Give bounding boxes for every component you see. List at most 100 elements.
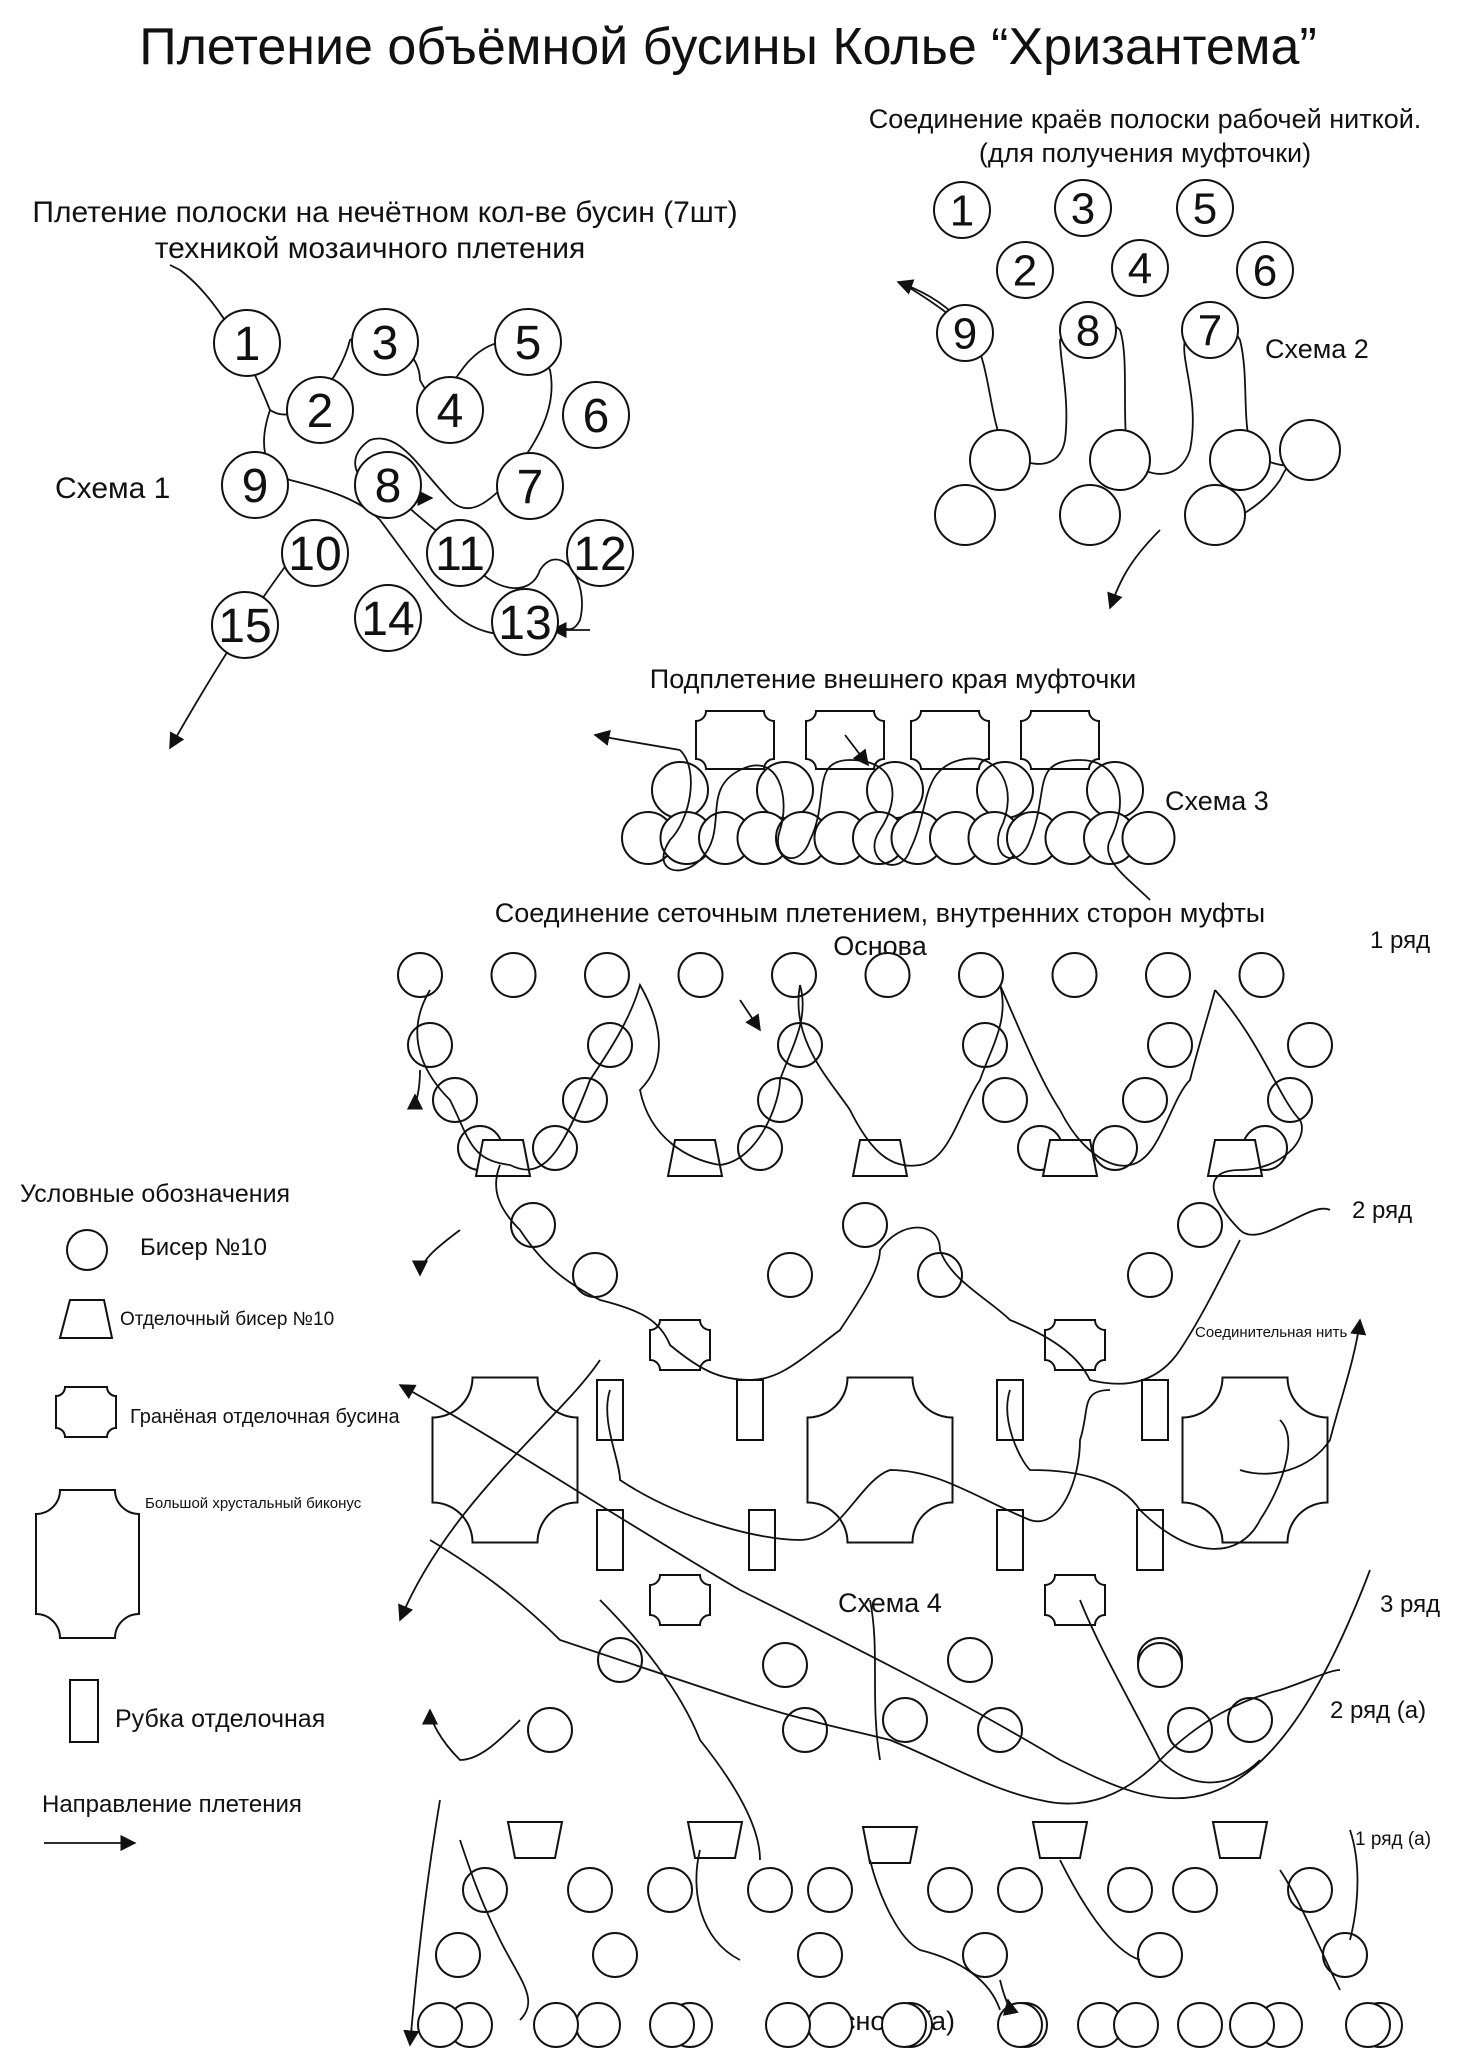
scheme-1-2-number: 2 <box>307 385 334 438</box>
scheme-4-bead <box>1122 1077 1168 1123</box>
scheme-1-11-number: 11 <box>435 528 485 581</box>
scheme-4-bead <box>762 1642 808 1688</box>
scheme-4-base-bead <box>1051 952 1098 998</box>
scheme-4-bead <box>527 1707 573 1753</box>
scheme-1-9-bead <box>221 451 289 519</box>
scheme-4-bead <box>407 1022 453 1068</box>
legend-direction-label: Направление плетения <box>42 1791 302 1818</box>
scheme-1: Плетение полоски на нечётном кол-ве буси… <box>32 196 738 750</box>
scheme-3-bead <box>866 761 924 819</box>
scheme-1-5-bead <box>494 308 562 376</box>
scheme-4-bead <box>572 1252 618 1298</box>
scheme-4-bugle-bead <box>1141 1379 1169 1441</box>
scheme-4-bead <box>1172 1867 1218 1913</box>
scheme-1-3-bead <box>351 308 419 376</box>
scheme-2-ring-bead <box>934 484 996 546</box>
scheme-4-bead <box>1137 1932 1183 1978</box>
scheme-4-bead <box>562 1077 608 1123</box>
scheme-4-trapezoid-bead <box>851 1139 909 1177</box>
scheme-1-12-bead <box>566 519 634 587</box>
round-bead-icon <box>66 1229 108 1271</box>
scheme-4-row2a: 2 ряд (а) <box>1330 1697 1426 1724</box>
scheme-1-3-number: 3 <box>372 317 399 370</box>
scheme-4-base-a-bead <box>417 2002 463 2048</box>
scheme-4-bead <box>567 1867 613 1913</box>
scheme-3-base-bead <box>1121 811 1176 865</box>
scheme-4-bead <box>462 1867 508 1913</box>
bicone-icon <box>35 1489 140 1639</box>
scheme-3-bead <box>651 761 709 819</box>
scheme-4-bead <box>592 1932 638 1978</box>
scheme-4-faceted-bead <box>1044 1574 1106 1626</box>
scheme-4-bead <box>1137 1642 1183 1688</box>
scheme-3-faceted-bead <box>695 710 775 770</box>
scheme-4-bugle-bead <box>596 1509 624 1571</box>
scheme-1-13-bead <box>491 588 559 656</box>
scheme-4-base-bead <box>1177 2002 1223 2048</box>
scheme-1-4-bead <box>416 376 484 444</box>
faceted-bead-icon <box>55 1386 117 1438</box>
scheme-4-bead <box>1147 1022 1193 1068</box>
scheme-4-bicone <box>806 1376 954 1544</box>
scheme-4-base-bead <box>584 952 630 998</box>
scheme-4-bead <box>1287 1867 1333 1913</box>
scheme-4-row2: 2 ряд <box>1352 1197 1412 1224</box>
scheme-2-9-number: 9 <box>953 309 977 358</box>
scheme-4-bicone <box>1181 1376 1329 1544</box>
scheme-1-caption-line2: техникой мозаичного плетения <box>155 232 585 265</box>
scheme-4-trapezoid-bead <box>861 1826 919 1864</box>
scheme-4-row1: 1 ряд <box>1370 927 1430 954</box>
scheme-4-trapezoid-bead <box>1206 1139 1264 1177</box>
scheme-4-bugle-bead <box>736 1379 764 1441</box>
scheme-2: Соединение краёв полоски рабочей ниткой.… <box>869 104 1422 610</box>
scheme-1-label: Схема 1 <box>55 472 170 505</box>
scheme-1-6-number: 6 <box>583 390 610 443</box>
scheme-1-9-number: 9 <box>242 460 269 513</box>
scheme-3-arrow-mid <box>844 734 869 767</box>
scheme-4-base-a-bead <box>997 2002 1043 2048</box>
scheme-4-bead <box>1227 1697 1273 1743</box>
scheme-3: Подплетение внешнего края муфточки Схема… <box>593 664 1269 901</box>
scheme-4-caption: Соединение сеточным плетением, внутренни… <box>495 898 1265 928</box>
scheme-2-label: Схема 2 <box>1265 334 1369 364</box>
scheme-4-trapezoid-bead <box>474 1139 532 1177</box>
scheme-4-bead <box>782 1707 828 1753</box>
scheme-1-7-number: 7 <box>517 461 544 514</box>
scheme-2-4-number: 4 <box>1128 244 1152 293</box>
scheme-2-2-number: 2 <box>1013 246 1037 295</box>
scheme-2-ring-bead <box>1089 429 1151 491</box>
scheme-2-ring-bead <box>969 429 1031 491</box>
scheme-3-caption: Подплетение внешнего края муфточки <box>650 664 1136 694</box>
scheme-4-bead <box>1267 1077 1313 1123</box>
scheme-3-thread <box>662 749 1151 901</box>
scheme-4-bead <box>647 1867 693 1913</box>
scheme-4-bead <box>432 1077 478 1123</box>
scheme-2-7-number: 7 <box>1198 306 1222 355</box>
scheme-1-10-number: 10 <box>288 528 341 581</box>
scheme-2-1-bead <box>933 181 991 239</box>
scheme-4-bead <box>737 1125 783 1171</box>
scheme-4-bugle-bead <box>996 1509 1024 1571</box>
scheme-4-base-bead <box>1145 952 1191 998</box>
scheme-3-bead <box>756 761 814 819</box>
scheme-1-13-number: 13 <box>498 597 551 650</box>
scheme-2-arrow-out <box>1107 529 1161 610</box>
page-title: Плетение объёмной бусины Колье “Хризанте… <box>139 18 1317 76</box>
legend: Условные обозначения Бисер №10 Отделочны… <box>20 1180 401 1852</box>
scheme-4-base-a-bead <box>1113 2002 1159 2048</box>
scheme-4-trapezoid-bead <box>1031 1821 1089 1859</box>
scheme-2-ring-bead <box>1184 484 1246 546</box>
scheme-2-caption-line1: Соединение краёв полоски рабочей ниткой. <box>869 104 1422 134</box>
scheme-4-bead <box>1092 1125 1138 1171</box>
scheme-4-row1a: 1 ряд (а) <box>1355 1829 1431 1850</box>
scheme-4-trapezoid-bead <box>1041 1139 1099 1177</box>
scheme-3-faceted-bead <box>1020 710 1100 770</box>
scheme-4-bead <box>767 1252 813 1298</box>
legend-item-bicone: Большой хрустальный биконус <box>145 1495 362 1512</box>
scheme-4-connecting-thread: Соединительная нить <box>1195 1324 1348 1341</box>
scheme-4: Соединение сеточным плетением, внутренни… <box>397 898 1440 2048</box>
scheme-4-label: Схема 4 <box>838 1588 942 1618</box>
scheme-4-faceted-bead <box>649 1319 711 1371</box>
scheme-4-bead <box>962 1932 1008 1978</box>
